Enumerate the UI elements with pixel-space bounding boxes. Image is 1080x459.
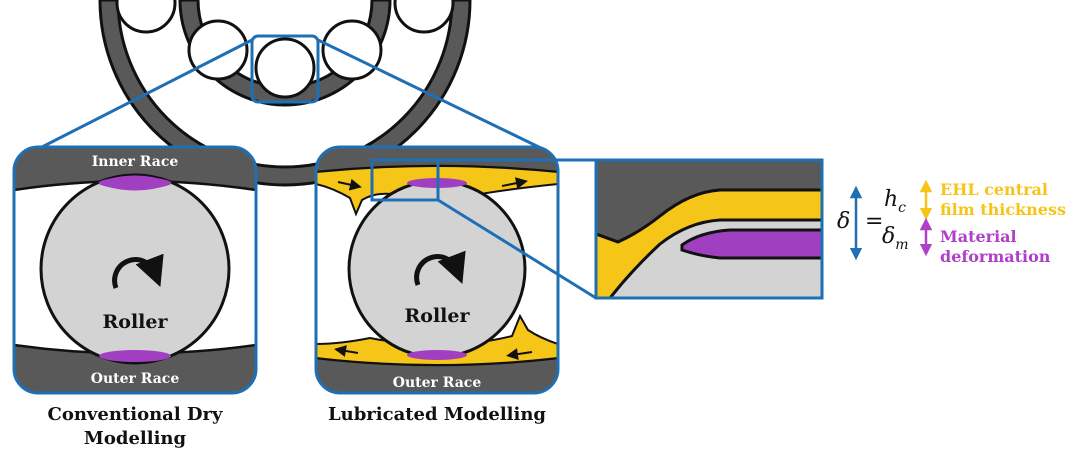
lub-panel-frame: [314, 145, 560, 395]
dry-caption: Conventional Dry Modelling: [0, 403, 270, 451]
legend-delta-symbol: δ: [837, 209, 850, 234]
dry-rotation-arrow: [112, 253, 164, 289]
zoom-deformation: [680, 228, 822, 260]
legend: δ = hc δm: [837, 179, 933, 261]
bearing-roller: [187, 19, 249, 81]
dry-caption-line1: Conventional Dry: [47, 404, 223, 425]
lub-outer-race-label: Outer Race: [393, 375, 482, 391]
legend-ehl-label: EHL central film thickness: [940, 180, 1066, 220]
dry-panel: Inner Race Roller Outer Race: [12, 145, 258, 395]
lub-flow-arrow: [506, 348, 533, 361]
dry-outer-race-label: Outer Race: [91, 371, 180, 387]
dry-inner-deformation-patch: [99, 177, 171, 189]
legend-ehl-line2: film thickness: [940, 200, 1066, 219]
legend-dm-symbol: δm: [882, 224, 909, 253]
dry-outer-deformation-patch: [99, 350, 171, 362]
dry-caption-line2: Modelling: [83, 428, 187, 449]
legend-ehl-line1: EHL central: [940, 180, 1048, 199]
zoom-film: [596, 188, 822, 298]
legend-material-line1: Material: [940, 227, 1017, 246]
lub-roller: [347, 179, 527, 359]
lubricated-caption-text: Lubricated Modelling: [327, 404, 547, 425]
legend-material-label: Material deformation: [940, 227, 1050, 267]
bearing-inner-race: [178, 0, 392, 107]
lub-bottom-film: [316, 313, 558, 366]
lub-rotation-arrow: [414, 250, 466, 286]
bearing-roller: [393, 0, 455, 34]
lubricated-panel: Roller Outer Race: [314, 145, 560, 395]
lub-flow-arrow: [337, 178, 362, 191]
dry-roller-label: Roller: [103, 311, 169, 333]
zoom-selection-box: [250, 34, 320, 104]
bearing-roller: [254, 37, 316, 99]
zoom-detail-panel: [594, 158, 824, 300]
dry-panel-frame: [12, 145, 258, 395]
legend-equals: =: [865, 209, 883, 234]
legend-material-line2: deformation: [940, 247, 1051, 266]
lub-roller-label: Roller: [405, 305, 471, 327]
lub-outer-deformation-patch: [407, 350, 467, 360]
zoom-panel-frame: [594, 158, 824, 300]
legend-hc-symbol: hc: [884, 187, 906, 216]
lub-zoom-selection-box: [370, 158, 440, 202]
lub-flow-arrow: [501, 177, 528, 190]
dry-roller: [39, 173, 231, 365]
zoom-connector-lines: [39, 38, 546, 152]
bearing-roller: [321, 19, 383, 81]
lubricated-caption: Lubricated Modelling: [300, 403, 574, 427]
detail-connector-lines: [437, 158, 597, 300]
dry-inner-race-label: Inner Race: [92, 154, 179, 170]
lub-flow-arrow: [334, 345, 359, 357]
bearing-roller: [115, 0, 177, 34]
